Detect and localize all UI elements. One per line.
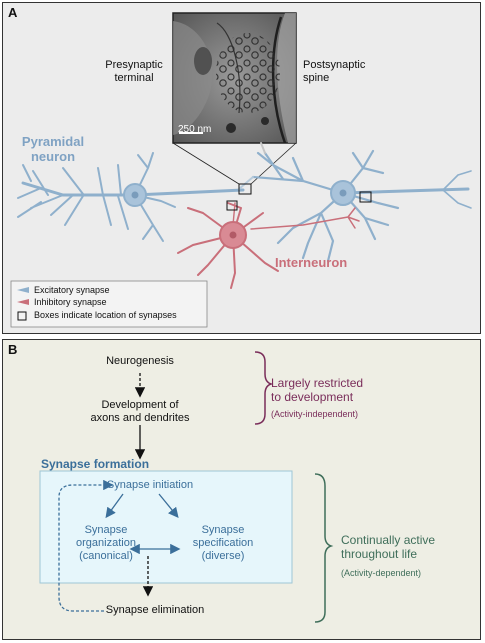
arrow-to-organization [105, 493, 124, 519]
postsynaptic-label: Postsynaptic spine [303, 59, 366, 84]
pyramidal-neuron-right [238, 142, 472, 263]
panel-b-label: B [8, 342, 18, 357]
legend-box [10, 280, 208, 328]
synapse-box-excitatory [238, 183, 252, 195]
continual-label: Continually active throughout life [341, 533, 436, 561]
feedback-arrow [58, 479, 114, 612]
synapse-specification-node: Synapse specification (diverse) [192, 524, 254, 562]
synapse-box-dendrite [359, 191, 372, 203]
neuron-illustration [10, 12, 472, 328]
synapse-formation-label: Synapse formation [41, 457, 150, 471]
neurogenesis-node: Neurogenesis [106, 355, 174, 367]
presynaptic-label: Presynaptic terminal [105, 59, 163, 84]
panel-b: B Neurogenesis Development of axons and … [2, 339, 481, 640]
pyramidal-neuron-label: Pyramidal neuron [21, 134, 85, 164]
scale-bar-label: 250 nm [178, 124, 212, 135]
activity-dependent-label: (Activity-dependent) [341, 568, 422, 578]
development-node: Development of axons and dendrites [90, 399, 190, 424]
excitatory-synapse-icon [17, 287, 29, 293]
restricted-label: Largely restricted to development [271, 376, 364, 404]
synapse-box-inhibitory [226, 200, 238, 211]
synapse-elimination-node: Synapse elimination [105, 604, 205, 616]
activity-independent-label: (Activity-independent) [271, 409, 359, 419]
interneuron-label: Interneuron [275, 255, 348, 270]
panel-a: A [2, 2, 481, 334]
electron-micrograph [172, 12, 297, 144]
legend-boxes: Boxes indicate location of synapses [34, 310, 177, 320]
legend-inhibitory: Inhibitory synapse [34, 297, 107, 307]
development-bracket [254, 351, 274, 425]
pyramidal-neuron-left [17, 152, 245, 242]
synapse-formation-box [39, 470, 293, 584]
synapse-organization-node: Synapse organization (canonical) [76, 524, 136, 562]
panel-a-label: A [8, 5, 18, 20]
arrow-to-specification [158, 493, 179, 519]
box-icon [17, 311, 27, 321]
interneuron [177, 202, 360, 289]
lifelong-bracket [314, 473, 334, 623]
synapse-initiation-node: Synapse initiation [106, 479, 194, 491]
legend-excitatory: Excitatory synapse [34, 285, 110, 295]
synapse-flow-diagram [39, 351, 334, 623]
inhibitory-synapse-icon [17, 299, 29, 305]
